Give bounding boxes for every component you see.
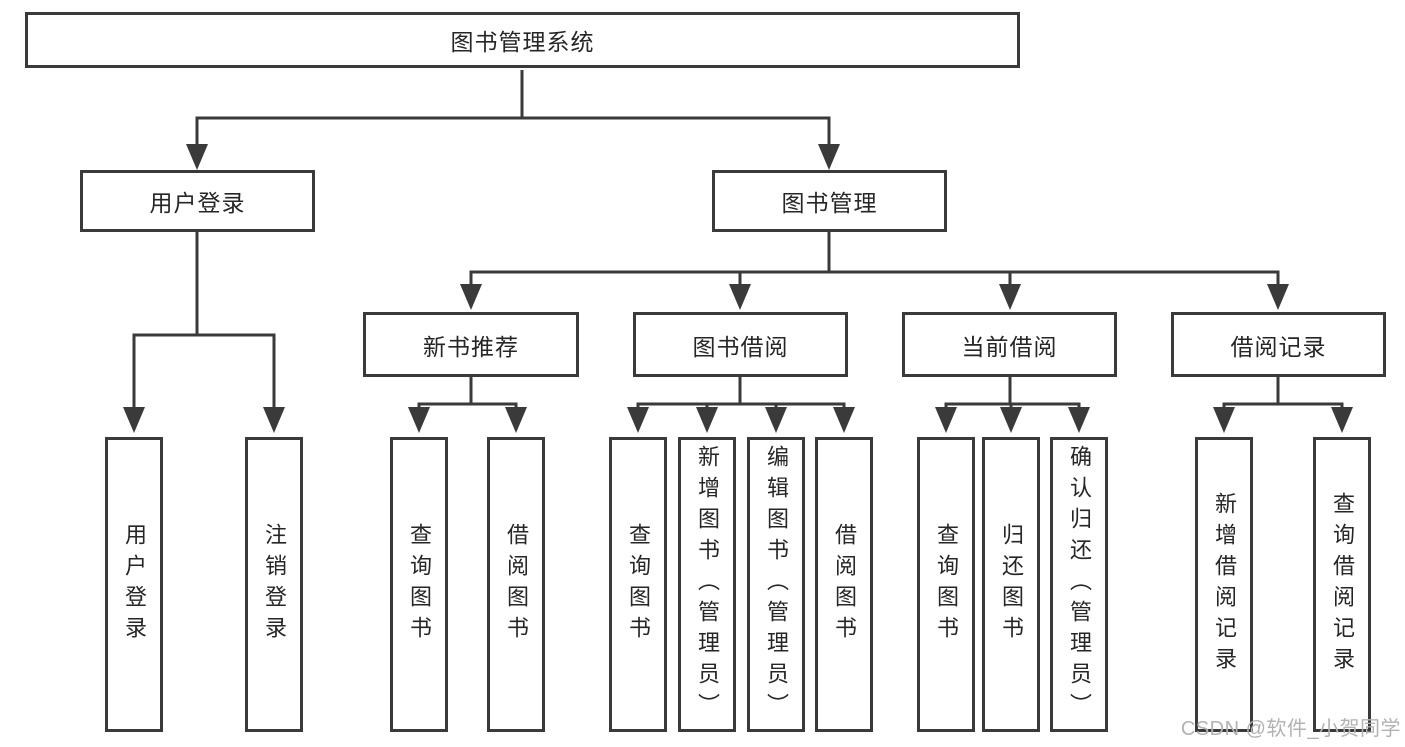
arrowhead-icon [818,144,840,170]
connectors-current-borrowing-children [935,377,1090,433]
connectors-book-borrowing-children [627,377,855,433]
leaf-query-books-current: 查询图书 [917,437,975,732]
leaf-query-books-current-label: 查询图书 [934,522,959,647]
arrowhead-icon [460,284,482,310]
leaf-user-login: 用户登录 [105,437,163,732]
arrowhead-icon [696,407,718,433]
leaf-query-books-borrowing: 查询图书 [609,437,667,732]
arrowhead-icon [833,407,855,433]
leaf-add-book-admin-label: 新增图书（管理员） [695,445,720,724]
leaf-logout-label: 注销登录 [262,522,287,647]
connector-line [636,402,846,409]
leaf-query-books-recommend: 查询图书 [390,437,448,732]
node-borrowing-records-label: 借阅记录 [1230,333,1327,360]
node-book-borrowing-label: 图书借阅 [692,333,789,360]
leaf-confirm-return-admin: 确认归还（管理员） [1050,437,1108,732]
connectors-root-to-level2 [186,70,840,170]
leaf-query-borrow-record: 查询借阅记录 [1313,437,1371,732]
node-root: 图书管理系统 [25,12,1020,68]
node-book-management-label: 图书管理 [781,190,878,216]
arrowhead-icon [935,407,957,433]
arrowhead-icon [1000,407,1022,433]
arrowhead-icon [729,284,751,310]
arrowhead-icon [408,407,430,433]
node-new-book-recommend-label: 新书推荐 [423,333,519,360]
arrowhead-icon [1213,407,1235,433]
leaf-confirm-return-admin-label: 确认归还（管理员） [1067,445,1092,724]
csdn-watermark: CSDN @软件_小贺同学 [1180,718,1401,740]
node-borrowing-records: 借阅记录 [1171,312,1386,377]
arrowhead-icon [123,407,145,433]
leaf-add-borrow-record: 新增借阅记录 [1195,437,1253,732]
node-book-borrowing: 图书借阅 [633,312,848,377]
leaf-borrow-books-borrowing: 借阅图书 [815,437,873,732]
node-current-borrowing-label: 当前借阅 [961,333,1058,360]
node-book-management: 图书管理 [712,170,947,232]
leaf-query-borrow-record-label: 查询借阅记录 [1330,491,1355,678]
node-new-book-recommend: 新书推荐 [363,312,579,377]
leaf-user-login-label: 用户登录 [122,522,147,647]
arrowhead-icon [627,407,649,433]
leaf-borrow-books-borrowing-label: 借阅图书 [832,522,857,647]
leaf-borrow-books-recommend: 借阅图书 [487,437,545,732]
arrowhead-icon [505,407,527,433]
node-user-login-label: 用户登录 [149,190,246,216]
connector-line [417,402,518,409]
leaf-edit-book-admin-label: 编辑图书（管理员） [764,445,789,724]
leaf-return-book-label: 归还图书 [999,522,1024,647]
leaf-edit-book-admin: 编辑图书（管理员） [747,437,805,732]
connector-line [1222,402,1344,409]
arrowhead-icon [999,284,1021,310]
arrowhead-icon [186,144,208,170]
leaf-add-borrow-record-label: 新增借阅记录 [1212,491,1237,678]
node-root-label: 图书管理系统 [450,29,595,55]
leaf-logout: 注销登录 [245,437,303,732]
connector-line [195,116,831,148]
leaf-add-book-admin: 新增图书（管理员） [678,437,736,732]
leaf-query-books-borrowing-label: 查询图书 [626,522,651,647]
node-user-login: 用户登录 [80,170,315,232]
node-current-borrowing: 当前借阅 [902,312,1117,377]
leaf-query-books-recommend-label: 查询图书 [407,522,432,647]
arrowhead-icon [1068,407,1090,433]
connectors-new-book-recommend-children [408,377,527,433]
arrowhead-icon [263,407,285,433]
connectors-book-management-children [460,232,1289,310]
connector-line [132,333,276,409]
arrowhead-icon [1331,407,1353,433]
arrowhead-icon [1267,284,1289,310]
connectors-borrowing-records-children [1213,377,1353,433]
connectors-user-login-children [123,232,285,433]
leaf-borrow-books-recommend-label: 借阅图书 [504,522,529,647]
connector-line [469,270,1280,286]
arrowhead-icon [765,407,787,433]
leaf-return-book: 归还图书 [982,437,1040,732]
